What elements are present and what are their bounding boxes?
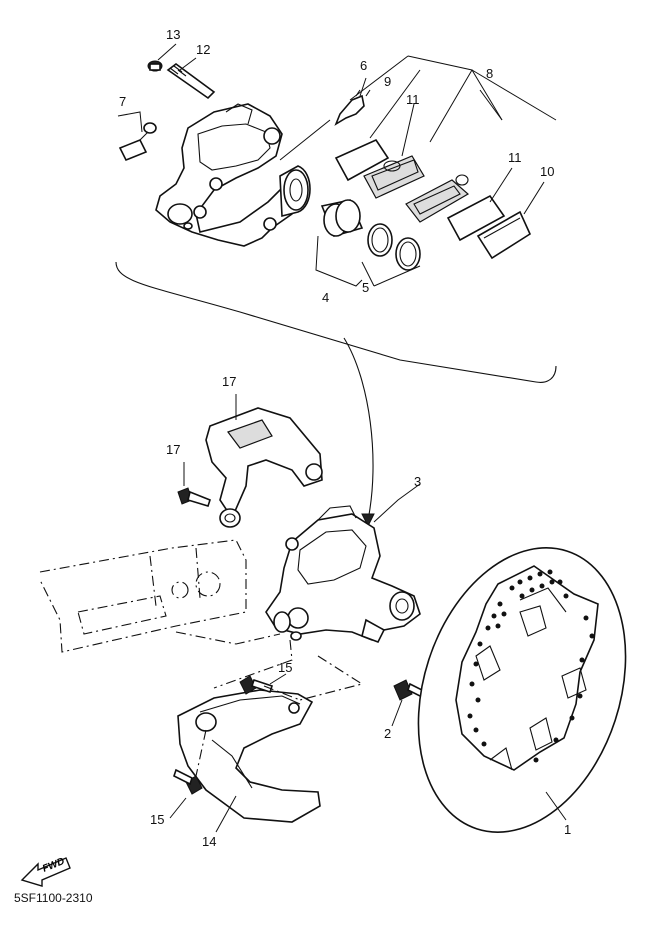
- assembled-caliper-part: [265, 483, 421, 644]
- callout-2: 2: [384, 726, 391, 741]
- bleed-screw-part: [117, 111, 157, 162]
- callout-10: 10: [540, 164, 554, 179]
- disc-guard-bolt-upper: [239, 675, 274, 695]
- pad-spring-part: [334, 89, 371, 126]
- brake-pad-shim-outer: [446, 194, 506, 242]
- callout-9: 9: [384, 74, 391, 89]
- disc-leader-line: [545, 791, 567, 821]
- caliper-pin-part: [166, 63, 216, 100]
- caliper-body-part: [155, 103, 311, 247]
- upper-leader-lines: [157, 43, 557, 287]
- connector-curve: [343, 337, 374, 521]
- piston-part: [320, 199, 364, 237]
- bleed-cap-part: [147, 60, 163, 72]
- callout-14: 14: [202, 834, 216, 849]
- guard-bolt-part: [177, 462, 211, 507]
- callout-7: 7: [119, 94, 126, 109]
- alignment-dash-lines: [195, 639, 364, 777]
- callout-15-lower: 15: [150, 812, 164, 827]
- callout-12: 12: [196, 42, 210, 57]
- disc-guard-part: [177, 689, 321, 823]
- swingarm-outline: [39, 539, 281, 653]
- callout-16: 17: [222, 374, 236, 389]
- caliper-guard-part: [205, 407, 323, 528]
- callout-15-upper: 15: [278, 660, 292, 675]
- callout-13: 13: [166, 27, 180, 42]
- connector-arrowhead: [361, 513, 375, 528]
- caliper-exploded-group: [115, 43, 557, 383]
- brake-disc-part: [417, 547, 627, 833]
- brake-pad-inner: [363, 155, 425, 199]
- diagram-code: 5SF1100-2310: [14, 891, 93, 905]
- brake-pad-shim: [334, 138, 390, 182]
- group-bracket-line: [115, 261, 557, 383]
- callout-8: 8: [486, 66, 493, 81]
- disc-drill-holes: [467, 569, 595, 763]
- lower-leader-lines: [169, 394, 287, 833]
- callout-1: 1: [564, 822, 571, 837]
- callout-6: 6: [360, 58, 367, 73]
- callout-17: 17: [166, 442, 180, 457]
- disc-guard-bolt-lower: [173, 768, 203, 795]
- brake-pad-outer: [405, 174, 470, 223]
- callout-4: 4: [322, 290, 329, 305]
- callout-5: 5: [362, 280, 369, 295]
- callout-labels: 13 12 7 6 9 8 11 11 10 4 5 17 17 3 15 2 …: [119, 27, 571, 849]
- callout-11-upper: 11: [406, 92, 420, 107]
- forward-direction-arrow: FWD: [20, 856, 71, 887]
- callout-11-lower: 11: [508, 150, 522, 165]
- callout-3: 3: [414, 474, 421, 489]
- seal-part: [367, 223, 421, 271]
- pad-insulator-part: [476, 210, 532, 260]
